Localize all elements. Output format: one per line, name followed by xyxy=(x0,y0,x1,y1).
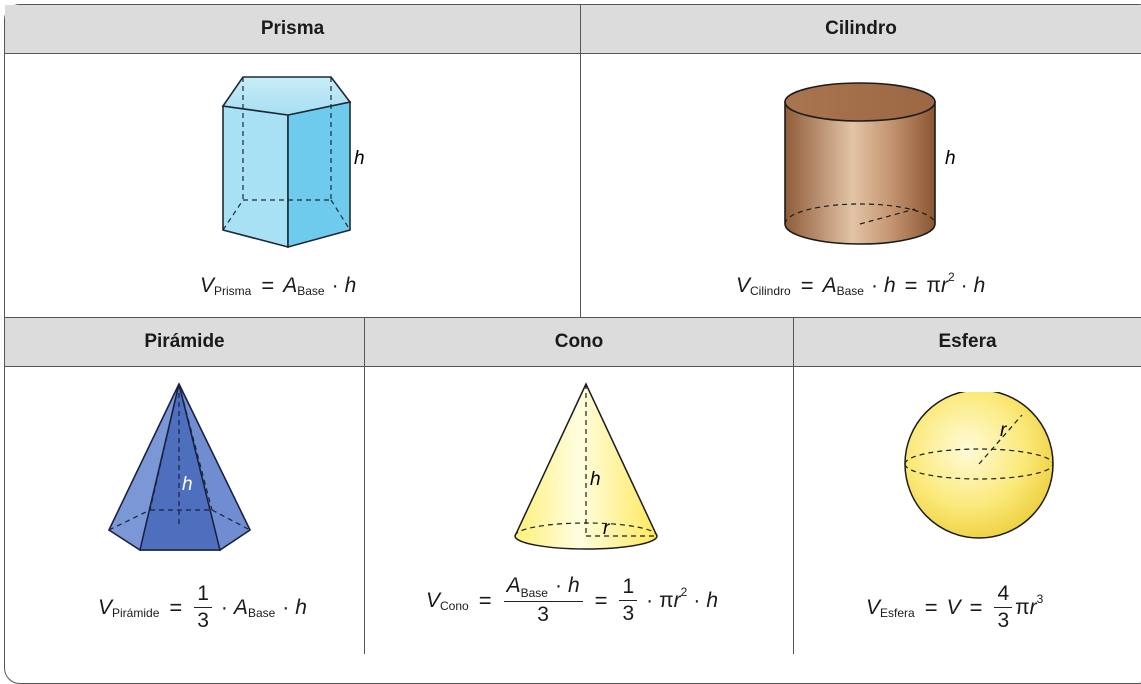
formula-op: = xyxy=(800,273,814,298)
formula-var: A xyxy=(233,595,248,619)
formula-sub: Pirámide xyxy=(112,605,160,620)
formula-sub: Base xyxy=(247,605,276,620)
fraction-denominator: 3 xyxy=(537,603,549,626)
formula-sub: Base xyxy=(297,284,325,298)
fraction-denominator: 3 xyxy=(997,609,1010,632)
formula-op: · xyxy=(960,274,968,297)
formula-op: · xyxy=(554,574,562,597)
grid-line xyxy=(580,5,582,318)
header-piramide: Pirámide xyxy=(5,318,364,366)
formula-var: A xyxy=(822,274,837,297)
formula-var: V xyxy=(98,595,113,619)
formula-op: · xyxy=(646,588,654,612)
formula-sub: Base xyxy=(836,284,864,298)
formula-fraction: ABase ·h 3 xyxy=(503,574,583,627)
formula-var: A xyxy=(283,274,298,297)
formula-var: A xyxy=(506,574,521,597)
cylinder-figure: h xyxy=(784,82,956,245)
formula-var: r xyxy=(673,588,681,612)
formula-op: = xyxy=(478,587,492,613)
formula-op: = xyxy=(969,594,983,620)
formula-op: = xyxy=(169,594,183,620)
header-prisma-label: Prisma xyxy=(260,18,325,39)
pyramid-h-label: h xyxy=(182,474,193,495)
formula-pi: π xyxy=(659,588,674,612)
grid-line xyxy=(5,53,1141,55)
formula-op: = xyxy=(904,273,918,298)
fraction-numerator: 1 xyxy=(194,582,212,608)
grid-line xyxy=(364,318,366,654)
formula-op: · xyxy=(331,274,339,297)
header-esfera-label: Esfera xyxy=(938,331,997,352)
header-cilindro: Cilindro xyxy=(581,5,1141,53)
cone-r-label: r xyxy=(603,518,610,539)
formula-var: h xyxy=(344,274,357,297)
formula-var: V xyxy=(426,588,441,612)
header-esfera: Esfera xyxy=(794,318,1141,366)
pyramid-figure: h xyxy=(108,382,251,552)
formula-op: · xyxy=(693,588,701,612)
cone-figure: h r xyxy=(514,382,658,550)
formula-exp: 2 xyxy=(947,270,955,284)
fraction-denominator: 3 xyxy=(622,602,635,625)
formula-op: · xyxy=(282,595,290,619)
formula-op: = xyxy=(594,587,608,613)
formula-sub: Prisma xyxy=(214,284,252,298)
formula-exp: 2 xyxy=(680,584,688,599)
sphere-figure: r xyxy=(904,392,1054,539)
header-cono: Cono xyxy=(365,318,793,366)
fraction-numerator: ABase ·h xyxy=(503,574,583,602)
formula-pi: π xyxy=(926,274,941,297)
formula-var: h xyxy=(706,588,719,612)
formula-op: = xyxy=(261,273,275,298)
prism-h-label: h xyxy=(354,148,365,169)
formula-var: V xyxy=(866,595,881,619)
header-cono-label: Cono xyxy=(554,331,604,352)
formula-sub: Cono xyxy=(440,598,469,613)
formula-var: V xyxy=(736,274,751,297)
formula-op: = xyxy=(924,594,938,620)
header-cilindro-label: Cilindro xyxy=(825,18,897,39)
grid-line xyxy=(793,318,795,654)
grid-line xyxy=(5,317,1141,319)
formula-var: V xyxy=(946,595,961,619)
formula-sub: Cilindro xyxy=(750,284,791,298)
formula-var: h xyxy=(973,274,986,297)
sphere-r-label: r xyxy=(1000,420,1007,441)
fraction-denominator: 3 xyxy=(197,609,209,632)
fraction-numerator: 4 xyxy=(994,582,1013,608)
formula-var: h xyxy=(883,274,896,297)
formula-var: r xyxy=(1029,595,1037,619)
formula-var: V xyxy=(200,274,215,297)
grid-line xyxy=(5,366,1141,368)
prism-figure: h xyxy=(221,76,365,249)
formula-sub: Base xyxy=(520,586,548,600)
header-prisma: Prisma xyxy=(5,5,580,53)
formula-var: h xyxy=(567,574,580,597)
formula-var: r xyxy=(940,274,948,297)
formula-pi: π xyxy=(1015,595,1030,619)
formula-var: h xyxy=(295,595,307,619)
formula-exp: 3 xyxy=(1036,591,1044,606)
cone-h-label: h xyxy=(590,469,601,490)
formula-sub: Esfera xyxy=(880,605,915,620)
header-piramide-label: Pirámide xyxy=(144,331,225,352)
formula-op: · xyxy=(870,274,878,297)
cylinder-h-label: h xyxy=(945,148,956,169)
formula-op: · xyxy=(220,595,228,619)
fraction-numerator: 1 xyxy=(619,575,638,601)
